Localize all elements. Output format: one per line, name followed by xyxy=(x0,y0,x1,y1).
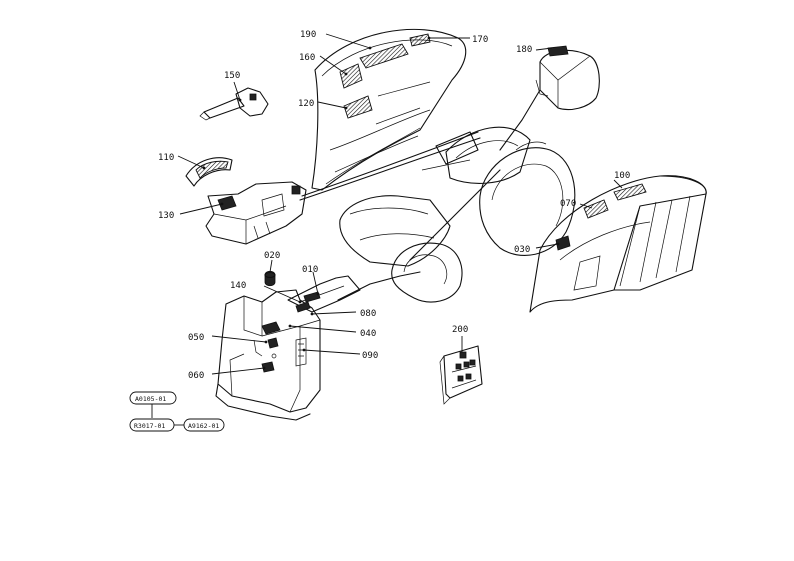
callout-080: 080 xyxy=(360,309,376,319)
hatched-panel-170 xyxy=(409,33,431,47)
callout-200: 200 xyxy=(452,325,468,335)
reference-bubbles: A0105-01 R3017-01 A9162-01 xyxy=(129,391,225,432)
callout-090: 090 xyxy=(362,351,378,361)
fender-panel-100 xyxy=(529,175,707,313)
callout-150: 150 xyxy=(224,71,240,81)
part-030 xyxy=(555,235,571,251)
hatched-panel-160 xyxy=(339,63,363,89)
dash-top-panel xyxy=(311,28,467,191)
switch-part-150 xyxy=(199,87,269,121)
decal-plate-200 xyxy=(439,345,483,405)
lever-part-110 xyxy=(185,157,233,187)
ref-label-1: A0105-01 xyxy=(135,395,166,403)
callout-060: 060 xyxy=(188,371,204,381)
callout-190: 190 xyxy=(300,30,316,40)
callout-labels: 190 170 160 180 150 120 110 130 100 070 … xyxy=(158,30,630,381)
callout-170: 170 xyxy=(472,35,488,45)
callout-160: 160 xyxy=(299,53,315,63)
knob-part-020 xyxy=(264,270,276,287)
leader-lines xyxy=(151,33,623,426)
callout-100: 100 xyxy=(614,171,630,181)
callout-120: 120 xyxy=(298,99,314,109)
callout-140: 140 xyxy=(230,281,246,291)
cover-part-180 xyxy=(535,45,600,111)
callout-110: 110 xyxy=(158,153,174,163)
hatched-panel-070 xyxy=(583,199,609,219)
callout-030: 030 xyxy=(514,245,530,255)
tractor-body xyxy=(299,89,576,303)
callout-130: 130 xyxy=(158,211,174,221)
ref-bubble-1 xyxy=(129,391,177,405)
callout-020: 020 xyxy=(264,251,280,261)
lower-console xyxy=(215,275,361,421)
callout-070: 070 xyxy=(560,199,576,209)
callout-180: 180 xyxy=(516,45,532,55)
callout-010: 010 xyxy=(302,265,318,275)
hatched-panel-100 xyxy=(613,183,647,201)
hatched-panel-120 xyxy=(343,95,373,119)
hatched-panel-190 xyxy=(359,43,409,69)
bracket-assembly-130 xyxy=(205,181,307,245)
ref-label-3: A9162-01 xyxy=(188,422,219,430)
ref-bubble-3 xyxy=(183,418,225,432)
ref-bubble-2 xyxy=(129,418,175,432)
callout-040: 040 xyxy=(360,329,376,339)
callout-050: 050 xyxy=(188,333,204,343)
ref-label-2: R3017-01 xyxy=(134,422,165,430)
